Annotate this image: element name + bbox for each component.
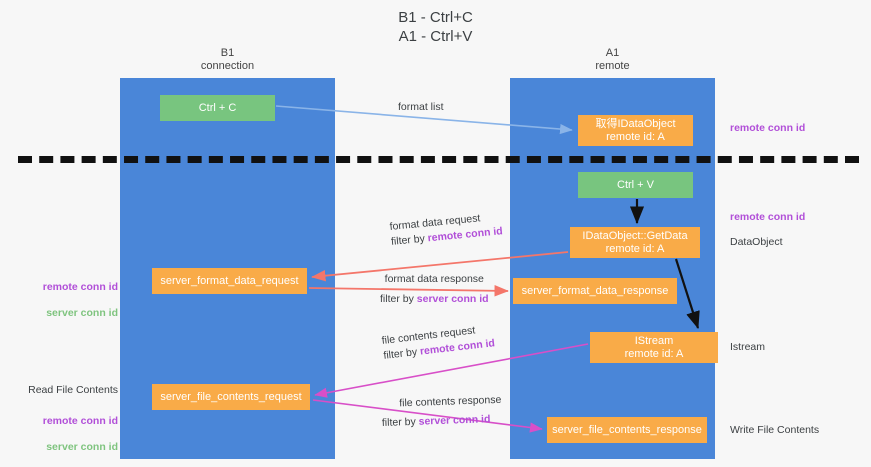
label-left-remote-conn-id-2: remote conn id <box>42 415 118 427</box>
box-server-file-contents-response[interactable]: server_file_contents_response <box>547 417 707 443</box>
box-server-file-contents-request[interactable]: server_file_contents_request <box>152 384 310 410</box>
label-left-remote-conn-id: remote conn id <box>42 281 118 293</box>
label-left-server-conn-id: server conn id <box>46 307 118 319</box>
filter-key-server-conn-id: server conn id <box>416 293 489 305</box>
flow-label-format-data-response-text: format data response <box>384 273 484 285</box>
box-ctrl-v[interactable]: Ctrl + V <box>578 172 693 198</box>
box-istream[interactable]: IStream remote id: A <box>590 332 718 363</box>
flow-label-format-data-response-filter: filter by server conn id <box>380 292 489 307</box>
flow-label-format-list-text: format list <box>398 101 444 113</box>
flow-label-format-data-response: format data response filter by server co… <box>380 272 489 307</box>
label-right-write-file-contents: Write File Contents <box>730 424 820 436</box>
label-left-server-conn-id-2: server conn id <box>46 441 118 453</box>
label-right-remote-conn-id-top: remote conn id <box>730 122 806 134</box>
label-left-read-file-contents: Read File Contents <box>28 384 118 396</box>
flow-label-file-contents-request: file contents request filter by remote c… <box>381 321 496 363</box>
box-server-format-data-response[interactable]: server_format_data_response <box>513 278 677 304</box>
filter-prefix: filter by <box>390 232 429 248</box>
filter-key-server-conn-id: server conn id <box>418 413 491 428</box>
label-right-istream: Istream <box>730 341 766 353</box>
label-right-dataobject: DataObject <box>730 236 783 248</box>
filter-prefix: filter by <box>380 293 417 305</box>
flow-label-file-contents-response: file contents response filter by server … <box>381 393 502 431</box>
page-title: B1 - Ctrl+C A1 - Ctrl+V <box>398 9 473 45</box>
label-right-remote-conn-id-mid: remote conn id <box>730 211 806 223</box>
label-left-conn-ids-2: remote conn id server conn id <box>18 402 118 467</box>
box-idataobject[interactable]: 取得IDataObject remote id: A <box>578 115 693 146</box>
filter-prefix: filter by <box>381 415 419 429</box>
box-server-format-data-request[interactable]: server_format_data_request <box>152 268 307 294</box>
flow-label-file-contents-response-text: file contents response <box>399 393 502 410</box>
box-idataobject-getdata[interactable]: IDataObject::GetData remote id: A <box>570 227 700 258</box>
column-header-a1: A1 remote <box>595 47 630 72</box>
phase-divider <box>18 156 859 163</box>
label-left-conn-ids: remote conn id server conn id <box>18 268 118 333</box>
flow-label-file-contents-response-filter: filter by server conn id <box>382 412 503 431</box>
filter-prefix: filter by <box>382 345 421 362</box>
flow-label-format-list: format list <box>398 100 444 115</box>
box-ctrl-c[interactable]: Ctrl + C <box>160 95 275 121</box>
column-header-b1: B1 connection <box>200 47 255 72</box>
flow-label-format-data-request: format data request filter by remote con… <box>389 209 503 250</box>
